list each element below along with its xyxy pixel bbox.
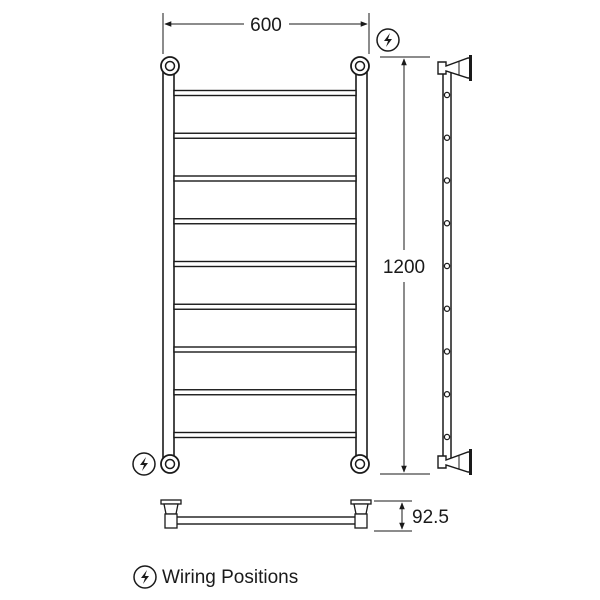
side-rail-end [443,91,451,99]
side-rail-end [443,433,451,441]
height-dimension: 1200 [380,56,430,475]
side-rail-end [443,348,451,355]
side-rail-end [443,305,451,312]
left-post [162,71,175,461]
side-rail-end [443,134,451,141]
side-rail-end [443,390,451,398]
mount-bottom-left [160,454,180,474]
plan-view [160,499,372,529]
width-label: 600 [250,15,282,36]
right-post [355,71,368,461]
towel-rail [173,431,357,439]
towel-rail [173,346,357,353]
side-rail-end [443,177,451,184]
width-dimension: 600 [162,13,370,54]
height-label: 1200 [383,257,425,278]
towel-rail [173,218,357,225]
towel-rail [173,260,357,268]
towel-rail [173,132,357,139]
mount-top-left [160,56,180,76]
mount-bottom-right [350,454,370,474]
depth-label: 92.5 [412,507,449,528]
wiring-icon-bottom [132,452,156,476]
wiring-icon-top [376,28,400,52]
side-rail-end [443,262,451,270]
front-view [160,56,370,474]
towel-rail [173,389,357,396]
towel-rail [173,89,357,97]
depth-dimension: 92.5 [374,500,449,532]
side-view [437,55,472,475]
towel-rail [173,175,357,182]
lightning-circle-icon [133,565,157,589]
rails [173,89,357,439]
side-rail-end [443,219,451,227]
mount-top-right [350,56,370,76]
towel-rail [173,303,357,310]
legend: Wiring Positions [133,565,298,589]
legend-label: Wiring Positions [162,567,298,588]
